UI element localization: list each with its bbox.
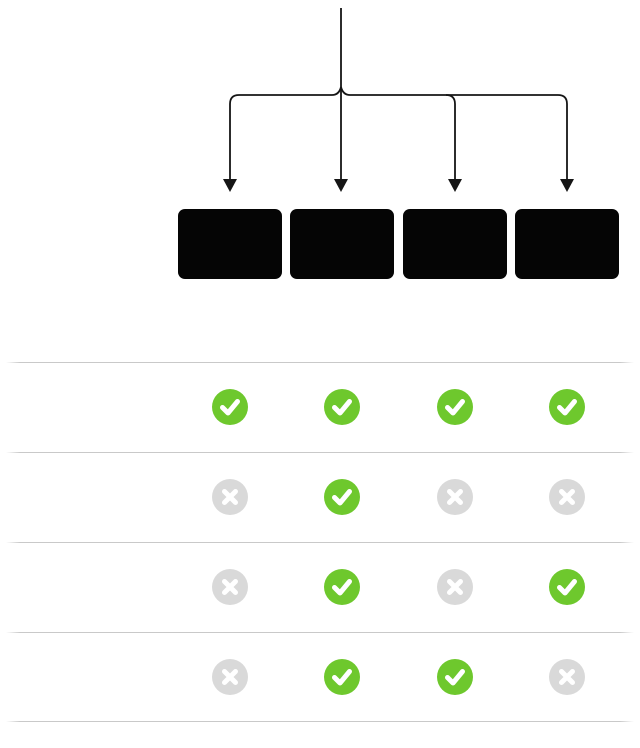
matrix-cell	[437, 389, 473, 425]
bracket-line	[229, 86, 568, 179]
option-box	[515, 209, 619, 279]
row-divider	[0, 452, 640, 453]
check-circle-icon	[549, 569, 585, 605]
option-box	[178, 209, 282, 279]
table-row	[0, 362, 640, 452]
row-divider	[0, 632, 640, 633]
matrix-cell	[549, 389, 585, 425]
check-circle-icon	[324, 569, 360, 605]
matrix-cell	[324, 389, 360, 425]
x-circle-icon	[549, 479, 585, 515]
option-box	[403, 209, 507, 279]
check-circle-icon	[549, 389, 585, 425]
check-circle-icon	[324, 389, 360, 425]
matrix-cell	[549, 479, 585, 515]
option-boxes-row	[0, 209, 640, 279]
x-circle-icon	[437, 479, 473, 515]
arrow-down-icon	[334, 179, 348, 192]
row-divider	[0, 721, 640, 722]
matrix-cell	[212, 569, 248, 605]
x-circle-icon	[437, 569, 473, 605]
check-circle-icon	[324, 659, 360, 695]
arrow-down-icon	[448, 179, 462, 192]
table-row	[0, 452, 640, 542]
check-circle-icon	[437, 659, 473, 695]
matrix-cell	[437, 479, 473, 515]
check-circle-icon	[324, 479, 360, 515]
x-circle-icon	[549, 659, 585, 695]
arrow-down-icon	[223, 179, 237, 192]
matrix-cell	[212, 479, 248, 515]
branch-connector-diagram	[223, 8, 574, 192]
matrix-cell	[549, 659, 585, 695]
row-divider	[0, 542, 640, 543]
arrow-down-icon	[560, 179, 574, 192]
option-box	[290, 209, 394, 279]
matrix-cell	[437, 659, 473, 695]
row-divider	[0, 362, 640, 363]
matrix-cell	[324, 479, 360, 515]
matrix-cell	[437, 569, 473, 605]
x-circle-icon	[212, 569, 248, 605]
comparison-matrix	[0, 362, 640, 722]
x-circle-icon	[212, 479, 248, 515]
check-circle-icon	[437, 389, 473, 425]
branch-third-line	[445, 94, 456, 179]
table-row	[0, 632, 640, 722]
matrix-cell	[324, 569, 360, 605]
matrix-cell	[549, 569, 585, 605]
matrix-cell	[212, 659, 248, 695]
check-circle-icon	[212, 389, 248, 425]
matrix-cell	[212, 389, 248, 425]
x-circle-icon	[212, 659, 248, 695]
table-row	[0, 542, 640, 632]
matrix-cell	[324, 659, 360, 695]
